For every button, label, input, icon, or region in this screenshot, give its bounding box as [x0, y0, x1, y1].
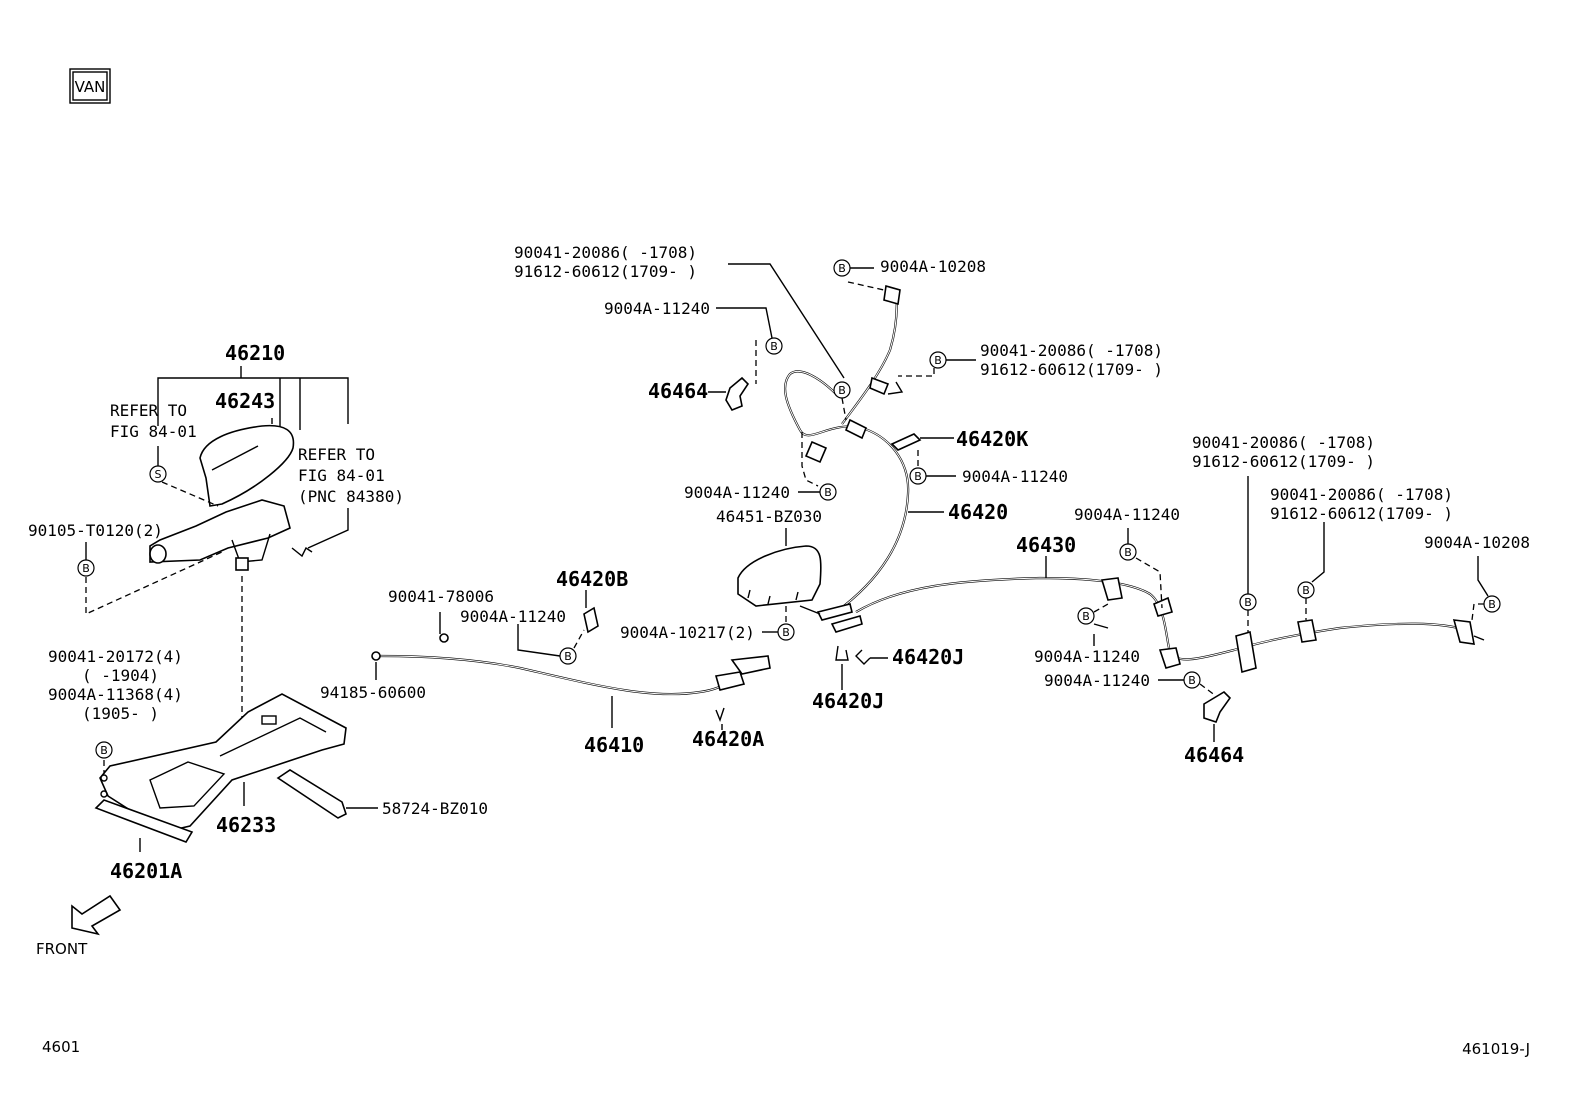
label-46420: 46420	[948, 500, 1008, 524]
label-94185-60600: 94185-60600	[320, 683, 426, 702]
label-9004A-11240-c: 9004A-11240	[604, 299, 710, 318]
bolt-symbol: B	[824, 486, 832, 499]
lever-assembly-group: S B B	[77, 366, 378, 852]
label-90041-20086-a: 90041-20086( -1708)	[514, 243, 697, 262]
label-9004A-11240-e: 9004A-11240	[1074, 505, 1180, 524]
label-1904: ( -1904)	[82, 666, 159, 685]
label-refer2-line2: FIG 84-01	[298, 466, 385, 485]
label-9004A-11368: 9004A-11368(4)	[48, 685, 183, 704]
label-46430: 46430	[1016, 533, 1076, 557]
label-9004A-11240-g: 9004A-11240	[1044, 671, 1150, 690]
bracket-46201A	[94, 799, 194, 843]
label-9004A-10208-b: 9004A-10208	[1424, 533, 1530, 552]
footer-right-code: 461019-J	[1462, 1040, 1530, 1058]
screw-symbol: S	[155, 468, 162, 481]
label-46420A: 46420A	[692, 727, 764, 751]
bolt-symbol: B	[782, 626, 790, 639]
bolt-symbol: B	[934, 354, 942, 367]
label-90041-78006: 90041-78006	[388, 587, 494, 606]
bolt-symbol: B	[1082, 610, 1090, 623]
label-46233: 46233	[216, 813, 276, 837]
bolt-symbol: B	[838, 384, 846, 397]
bolt-symbol: B	[1302, 584, 1310, 597]
label-9004A-11240-d: 9004A-11240	[962, 467, 1068, 486]
front-cable-group: B	[371, 590, 771, 730]
label-9004A-10208-a: 9004A-10208	[880, 257, 986, 276]
label-90041-20172: 90041-20172(4)	[48, 647, 183, 666]
van-badge-label: VAN	[75, 78, 106, 96]
label-91612-60612-b: 91612-60612(1709- )	[980, 360, 1163, 379]
bolt-symbol: B	[1244, 596, 1252, 609]
label-refer1-line2: FIG 84-01	[110, 422, 197, 441]
label-1905: (1905- )	[82, 704, 159, 723]
label-refer2-line3: (PNC 84380)	[298, 487, 404, 506]
bolt-symbol: B	[770, 340, 778, 353]
bracket-46464-upper	[725, 376, 750, 411]
label-58724-BZ010: 58724-BZ010	[382, 799, 488, 818]
label-91612-60612-a: 91612-60612(1709- )	[514, 262, 697, 281]
label-9004A-11240-f: 9004A-11240	[1034, 647, 1140, 666]
parking-brake-lever	[149, 499, 291, 563]
clip-46420J-left	[835, 645, 849, 661]
label-46420B: 46420B	[556, 567, 628, 591]
label-46201A: 46201A	[110, 859, 182, 883]
bolt-symbol: B	[914, 470, 922, 483]
bracket-58724-BZ010	[276, 769, 347, 819]
label-refer2-line1: REFER TO	[298, 445, 375, 464]
label-46420K: 46420K	[956, 427, 1028, 451]
label-refer1-line1: REFER TO	[110, 401, 187, 420]
bracket-46464-lower	[1203, 690, 1232, 723]
label-90105-T0120: 90105-T0120(2)	[28, 521, 163, 540]
bolt-symbol: B	[838, 262, 846, 275]
label-46410: 46410	[584, 733, 644, 757]
bolt-symbol: B	[1188, 674, 1196, 687]
front-label: FRONT	[36, 940, 88, 958]
lever-cover-46243	[199, 424, 295, 507]
bolt-symbol: B	[100, 744, 108, 757]
clip-46420K	[890, 433, 922, 451]
label-46243: 46243	[215, 389, 275, 413]
label-46420J-b: 46420J	[892, 645, 964, 669]
label-91612-60612-c: 91612-60612(1709- )	[1192, 452, 1375, 471]
bolt-symbol: B	[1488, 598, 1496, 611]
label-9004A-10217: 9004A-10217(2)	[620, 623, 755, 642]
label-91612-60612-d: 91612-60612(1709- )	[1270, 504, 1453, 523]
van-badge: VAN	[69, 68, 111, 104]
footer-left-code: 4601	[42, 1038, 80, 1056]
label-90041-20086-d: 90041-20086( -1708)	[1270, 485, 1453, 504]
center-group: B B B B B B	[708, 259, 976, 690]
label-46420J-a: 46420J	[812, 689, 884, 713]
label-90041-20086-b: 90041-20086( -1708)	[980, 341, 1163, 360]
label-46464-a: 46464	[648, 379, 708, 403]
cover-46451-BZ030	[737, 545, 822, 607]
bolt-symbol: B	[564, 650, 572, 663]
label-46451-BZ030: 46451-BZ030	[716, 507, 822, 526]
clip-46420J-right	[855, 649, 871, 665]
right-cable-group: B B B B B B	[855, 476, 1501, 742]
equalizer-bracket	[730, 655, 771, 675]
clip-46420B	[583, 606, 599, 634]
labels: 46210 46243 REFER TO FIG 84-01 REFER TO …	[28, 243, 1530, 1058]
label-90041-20086-c: 90041-20086( -1708)	[1192, 433, 1375, 452]
label-9004A-11240-a: 9004A-11240	[460, 607, 566, 626]
bolt-symbol: B	[82, 562, 90, 575]
label-46464-b: 46464	[1184, 743, 1244, 767]
label-9004A-11240-b: 9004A-11240	[684, 483, 790, 502]
label-46210: 46210	[225, 341, 285, 365]
front-cable-46410	[379, 654, 735, 696]
bolt-symbol: B	[1124, 546, 1132, 559]
front-arrow-icon	[71, 894, 122, 936]
